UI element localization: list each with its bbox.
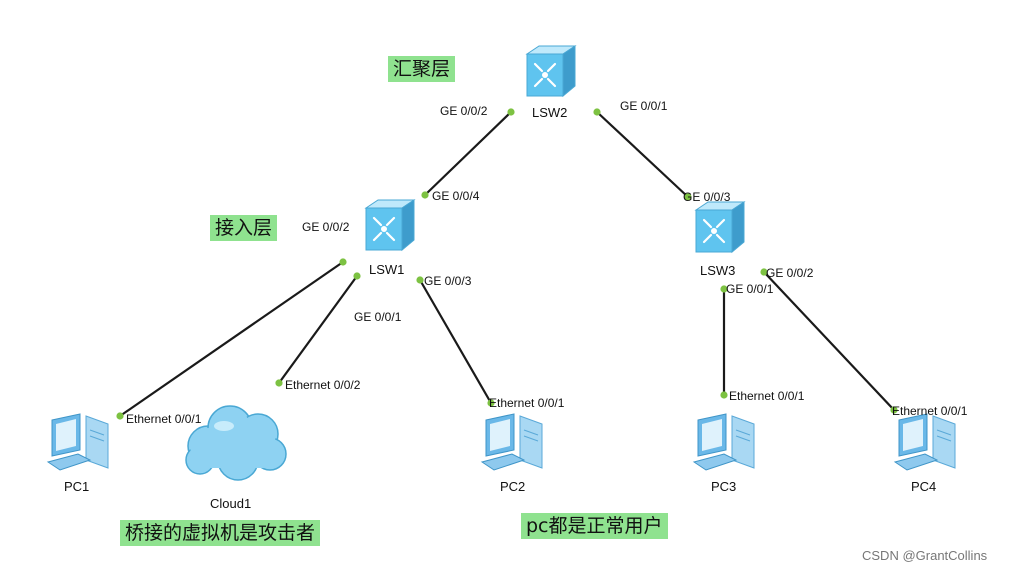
device-label-pc3: PC3 [711,479,737,494]
device-label-cloud1: Cloud1 [210,496,252,511]
port-dot [353,272,361,280]
port-dot [416,276,424,284]
port-label: GE 0/0/3 [424,274,472,288]
port-dot [890,406,898,414]
port-dot [116,412,124,420]
note-attacker: 桥接的虚拟机是攻击者 [120,520,321,546]
port-label: Ethernet 0/0/2 [285,378,361,392]
switch-icon[interactable] [521,44,577,98]
port-label: GE 0/0/2 [440,104,488,118]
link-lsw1-pc2 [419,279,492,404]
pc-icon[interactable] [46,410,114,474]
link-lsw1-cloud1 [278,275,358,384]
note-aggregation-layer: 汇聚层 [388,56,456,82]
note-normal-users: pc都是正常用户 [521,513,668,539]
port-dot [593,108,601,116]
note-access-layer: 接入层 [210,215,278,241]
port-label: GE 0/0/1 [620,99,668,113]
port-dot [720,391,728,399]
port-label: GE 0/0/2 [302,220,350,234]
device-label-lsw2: LSW2 [532,105,568,120]
switch-icon[interactable] [690,200,746,254]
device-label-pc4: PC4 [911,479,937,494]
port-label: GE 0/0/4 [432,189,480,203]
pc-icon[interactable] [893,410,961,474]
port-dot [684,193,692,201]
port-dot [760,268,768,276]
device-label-pc1: PC1 [64,479,90,494]
port-label: GE 0/0/3 [683,190,731,204]
link-lsw2-lsw3 [596,111,689,198]
pc-icon[interactable] [480,410,548,474]
pc-icon[interactable] [692,410,760,474]
port-label: Ethernet 0/0/1 [489,396,565,410]
port-dot [339,258,347,266]
link-lsw3-pc4 [763,271,895,411]
device-label-pc2: PC2 [500,479,526,494]
link-lsw2-lsw1 [424,111,512,196]
port-label: GE 0/0/2 [766,266,814,280]
port-dot [487,399,495,407]
port-dot [720,285,728,293]
port-label: GE 0/0/1 [354,310,402,324]
port-dot [507,108,515,116]
port-label: Ethernet 0/0/1 [729,389,805,403]
switch-icon[interactable] [360,198,416,252]
link-lsw1-pc1 [119,261,344,417]
watermark: CSDN @GrantCollins [862,548,988,563]
port-label: Ethernet 0/0/1 [892,404,968,418]
device-label-lsw3: LSW3 [700,263,736,278]
device-label-lsw1: LSW1 [369,262,405,277]
cloud-icon[interactable] [178,396,292,486]
port-dot [421,191,429,199]
port-label: Ethernet 0/0/1 [126,412,202,426]
port-dot [275,379,283,387]
port-label: GE 0/0/1 [726,282,774,296]
